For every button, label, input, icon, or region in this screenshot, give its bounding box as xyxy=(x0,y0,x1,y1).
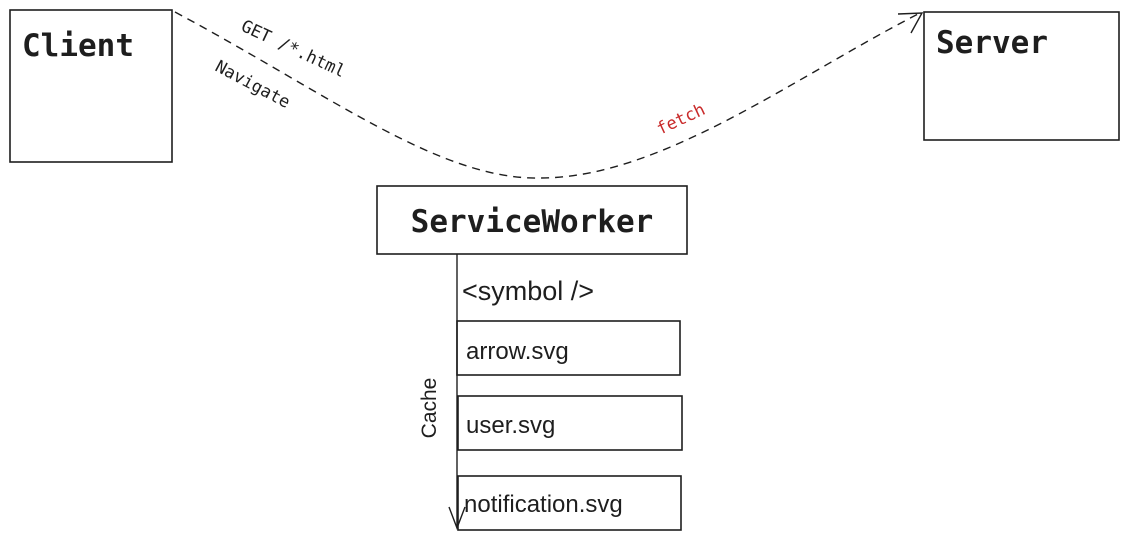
service-worker-node: ServiceWorker xyxy=(376,185,688,255)
cache-item-label: user.svg xyxy=(466,412,555,439)
cache-item-user: user.svg xyxy=(457,395,683,451)
cache-item-label: arrow.svg xyxy=(466,338,569,365)
request-label: GET /*.html xyxy=(238,16,348,82)
cache-item-box xyxy=(457,395,683,451)
service-worker-box xyxy=(376,185,688,255)
server-box xyxy=(923,11,1120,141)
client-label: Client xyxy=(22,28,134,64)
cache-item-box xyxy=(456,320,681,376)
cache-item-arrow: arrow.svg xyxy=(456,320,681,376)
cache-arrowhead xyxy=(448,506,466,530)
cache-item-notification: notification.svg xyxy=(457,475,682,531)
server-label: Server xyxy=(936,25,1048,61)
fetch-label: fetch xyxy=(654,100,709,140)
service-worker-label: ServiceWorker xyxy=(411,204,654,240)
cache-item-label: notification.svg xyxy=(464,491,623,518)
request-arrow xyxy=(174,11,919,179)
client-box xyxy=(9,9,173,163)
cache-item-box xyxy=(457,475,682,531)
navigate-label: Navigate xyxy=(212,57,294,113)
client-node: Client xyxy=(9,9,173,163)
request-arrowhead xyxy=(897,12,924,34)
symbol-label: <symbol /> xyxy=(462,276,594,306)
server-node: Server xyxy=(923,11,1120,141)
cache-arrow xyxy=(448,254,466,530)
cache-label: Cache xyxy=(418,378,441,439)
